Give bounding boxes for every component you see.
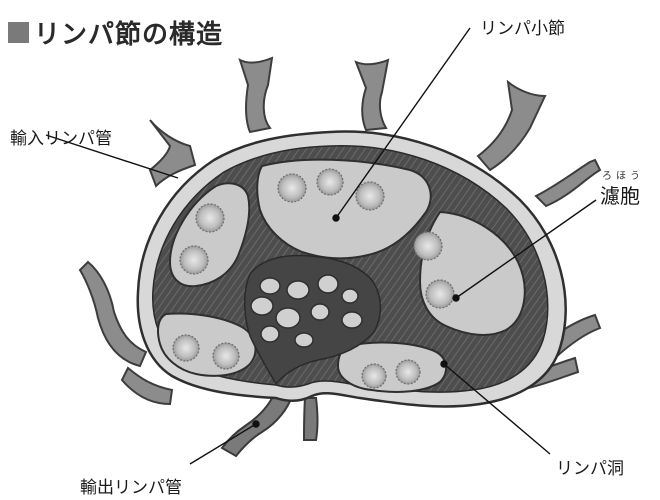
label-lymph-sinus: リンパ洞 [556,454,624,479]
title-square-icon [8,22,29,43]
label-afferent-vessel: 輸入リンパ管 [10,124,112,149]
efferent-vessels [222,392,318,456]
label-lymph-nodule: リンパ小節 [480,14,565,39]
label-efferent-vessel: 輸出リンパ管 [80,473,182,498]
diagram-title: リンパ節の構造 [8,14,223,51]
title-text: リンパ節の構造 [34,14,223,51]
label-follicle: 濾胞 [600,180,640,209]
